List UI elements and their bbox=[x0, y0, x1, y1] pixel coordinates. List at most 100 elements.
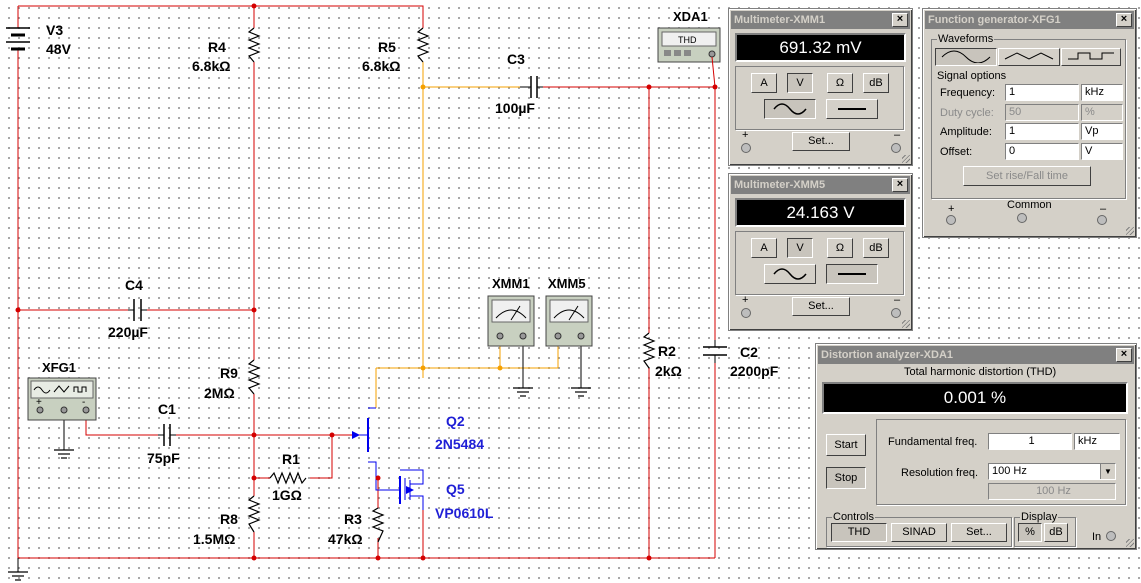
q2-name: Q2 bbox=[446, 413, 465, 429]
minus-terminal-label: – bbox=[1100, 203, 1107, 215]
xda1-label: XDA1 bbox=[673, 9, 708, 24]
ammeter-button[interactable]: A bbox=[751, 73, 777, 93]
amplitude-input[interactable]: 1 bbox=[1005, 123, 1079, 140]
set-button[interactable]: Set... bbox=[951, 523, 1007, 542]
minus-terminal[interactable] bbox=[891, 308, 901, 318]
close-button[interactable]: × bbox=[892, 13, 908, 27]
sine-wave-icon bbox=[941, 50, 991, 64]
fundamental-freq-unit[interactable]: kHz bbox=[1074, 433, 1120, 450]
minus-terminal-label: – bbox=[894, 294, 901, 306]
start-button[interactable]: Start bbox=[826, 434, 866, 456]
xfg1-label: XFG1 bbox=[42, 360, 76, 375]
resolution-freq-value: 100 Hz bbox=[992, 465, 1027, 477]
square-wave-icon bbox=[1068, 52, 1114, 60]
multimeter-reading: 24.163 V bbox=[735, 198, 906, 227]
frequency-input[interactable]: 1 bbox=[1005, 84, 1079, 101]
common-terminal[interactable] bbox=[1017, 213, 1027, 223]
dc-mode-button[interactable] bbox=[826, 264, 878, 284]
c2-value: 2200pF bbox=[730, 363, 779, 379]
transistor-q2 bbox=[352, 418, 369, 452]
xda1-badge: THD bbox=[678, 35, 697, 45]
set-button[interactable]: Set... bbox=[792, 297, 850, 316]
distortion-analyzer-device[interactable] bbox=[657, 27, 721, 88]
voltmeter-button[interactable]: V bbox=[787, 238, 813, 258]
function-generator-device[interactable]: + - bbox=[27, 377, 97, 421]
plus-terminal[interactable] bbox=[741, 308, 751, 318]
percent-button[interactable]: % bbox=[1018, 523, 1042, 542]
resize-grip[interactable] bbox=[1126, 227, 1134, 235]
ac-mode-button[interactable] bbox=[764, 264, 816, 284]
multimeter-xmm1-titlebar[interactable]: Multimeter-XMM1 × bbox=[731, 11, 910, 29]
capacitor-c2 bbox=[703, 340, 727, 363]
resistor-r8 bbox=[247, 495, 261, 533]
duty-cycle-unit[interactable]: % bbox=[1081, 104, 1123, 121]
thd-button[interactable]: THD bbox=[831, 523, 887, 542]
amplitude-unit[interactable]: Vp bbox=[1081, 123, 1123, 140]
wires-orange bbox=[375, 62, 559, 408]
amplitude-label: Amplitude: bbox=[940, 126, 992, 138]
display-label: Display bbox=[1020, 511, 1059, 523]
resize-grip[interactable] bbox=[902, 155, 910, 163]
resistor-r9 bbox=[247, 359, 261, 395]
offset-label: Offset: bbox=[940, 146, 973, 158]
plus-terminal[interactable] bbox=[946, 215, 956, 225]
v3-name: V3 bbox=[46, 22, 63, 38]
ground-wires bbox=[17, 345, 582, 572]
rise-fall-time-button[interactable]: Set rise/Fall time bbox=[963, 166, 1091, 186]
waveforms-group bbox=[931, 39, 1126, 199]
ac-mode-button[interactable] bbox=[764, 99, 816, 119]
transistor-q5 bbox=[399, 476, 414, 504]
plus-terminal[interactable] bbox=[741, 143, 751, 153]
offset-input[interactable]: 0 bbox=[1005, 143, 1079, 160]
decibel-button[interactable]: dB bbox=[863, 73, 889, 93]
triangle-wave-button[interactable] bbox=[998, 48, 1060, 66]
resize-grip[interactable] bbox=[1126, 539, 1134, 547]
multimeter-device-xmm5[interactable] bbox=[545, 295, 593, 347]
c3-value: 100µF bbox=[495, 100, 535, 116]
ground-icon bbox=[513, 387, 533, 397]
capacitors bbox=[128, 76, 727, 446]
resistor-r5 bbox=[416, 27, 430, 63]
minus-terminal[interactable] bbox=[1097, 215, 1107, 225]
set-button[interactable]: Set... bbox=[792, 132, 850, 151]
ammeter-button[interactable]: A bbox=[751, 238, 777, 258]
function-generator-titlebar[interactable]: Function generator-XFG1 × bbox=[925, 11, 1134, 29]
multimeter-device-xmm1[interactable] bbox=[487, 295, 535, 347]
db-button[interactable]: dB bbox=[1044, 523, 1068, 542]
plus-terminal-label: + bbox=[948, 203, 955, 215]
sinad-button[interactable]: SINAD bbox=[891, 523, 947, 542]
frequency-unit[interactable]: kHz bbox=[1081, 84, 1123, 101]
input-terminal[interactable] bbox=[1106, 531, 1116, 541]
resolution-freq-select[interactable]: 100 Hz ▼ bbox=[988, 463, 1116, 480]
sine-wave-button[interactable] bbox=[935, 48, 997, 66]
c2-name: C2 bbox=[740, 344, 758, 360]
junctions bbox=[15, 3, 718, 561]
close-button[interactable]: × bbox=[1116, 348, 1132, 362]
q5-name: Q5 bbox=[446, 481, 465, 497]
battery-v3[interactable] bbox=[6, 27, 30, 51]
r5-value: 6.8kΩ bbox=[362, 58, 400, 74]
q2-value: 2N5484 bbox=[435, 436, 484, 452]
decibel-button[interactable]: dB bbox=[863, 238, 889, 258]
distortion-analyzer-titlebar[interactable]: Distortion analyzer-XDA1 × bbox=[818, 346, 1134, 364]
close-button[interactable]: × bbox=[892, 178, 908, 192]
offset-unit[interactable]: V bbox=[1081, 143, 1123, 160]
voltmeter-button[interactable]: V bbox=[787, 73, 813, 93]
resistor-r1 bbox=[269, 471, 307, 485]
ohmmeter-button[interactable]: Ω bbox=[827, 73, 853, 93]
chevron-down-icon[interactable]: ▼ bbox=[1100, 464, 1115, 479]
square-wave-button[interactable] bbox=[1061, 48, 1121, 66]
duty-cycle-input[interactable]: 50 bbox=[1005, 104, 1079, 121]
resistor-r3 bbox=[371, 507, 385, 543]
close-button[interactable]: × bbox=[1116, 13, 1132, 27]
resize-grip[interactable] bbox=[902, 320, 910, 328]
dc-mode-button[interactable] bbox=[826, 99, 878, 119]
minus-terminal[interactable] bbox=[891, 143, 901, 153]
multimeter-xmm5-titlebar[interactable]: Multimeter-XMM5 × bbox=[731, 176, 910, 194]
plus-terminal-label: + bbox=[742, 129, 749, 141]
resistors bbox=[247, 27, 656, 543]
fundamental-freq-input[interactable]: 1 bbox=[988, 433, 1072, 450]
multimeter-reading: 691.32 mV bbox=[735, 33, 906, 62]
ohmmeter-button[interactable]: Ω bbox=[827, 238, 853, 258]
stop-button[interactable]: Stop bbox=[826, 467, 866, 489]
